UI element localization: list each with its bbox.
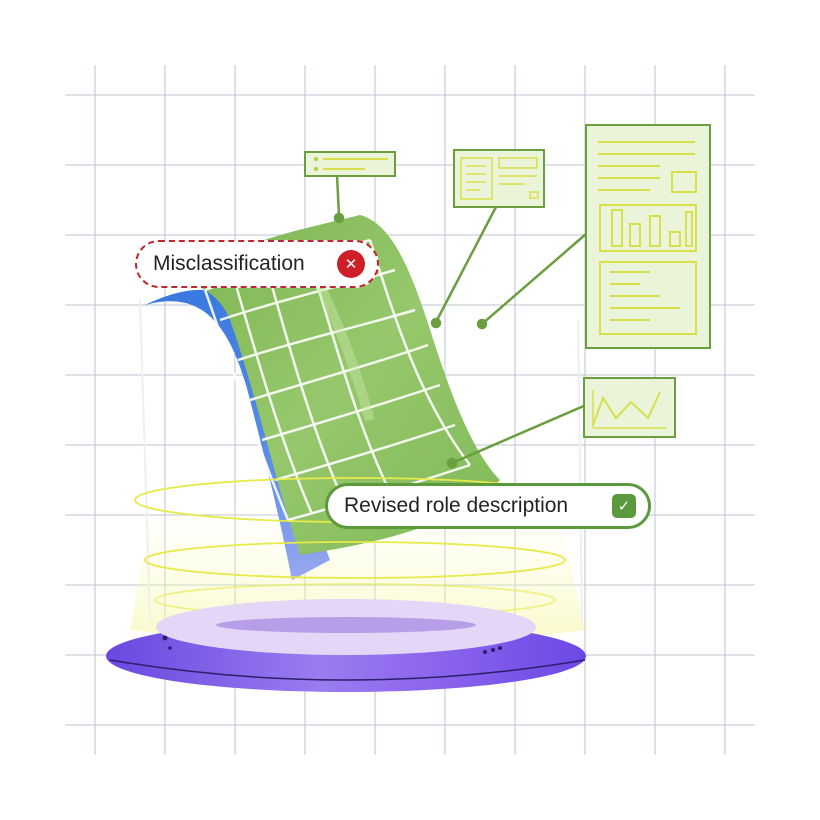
revised-role-label: Revised role description ✓ (325, 483, 651, 529)
light-beam-sides (139, 299, 583, 621)
card-layout (453, 149, 545, 208)
sheet-front (180, 215, 500, 555)
card-list (304, 151, 396, 177)
connectors (333, 174, 587, 469)
misclassification-text: Misclassification (153, 252, 305, 275)
card-document (585, 124, 711, 349)
revised-role-text: Revised role description (344, 494, 569, 517)
pedestal (106, 599, 586, 692)
misclassification-label: Misclassification ✕ (135, 240, 379, 288)
card-chart (583, 377, 676, 438)
close-icon: ✕ (337, 250, 365, 278)
sheet-table (203, 238, 471, 522)
check-icon: ✓ (612, 494, 636, 518)
